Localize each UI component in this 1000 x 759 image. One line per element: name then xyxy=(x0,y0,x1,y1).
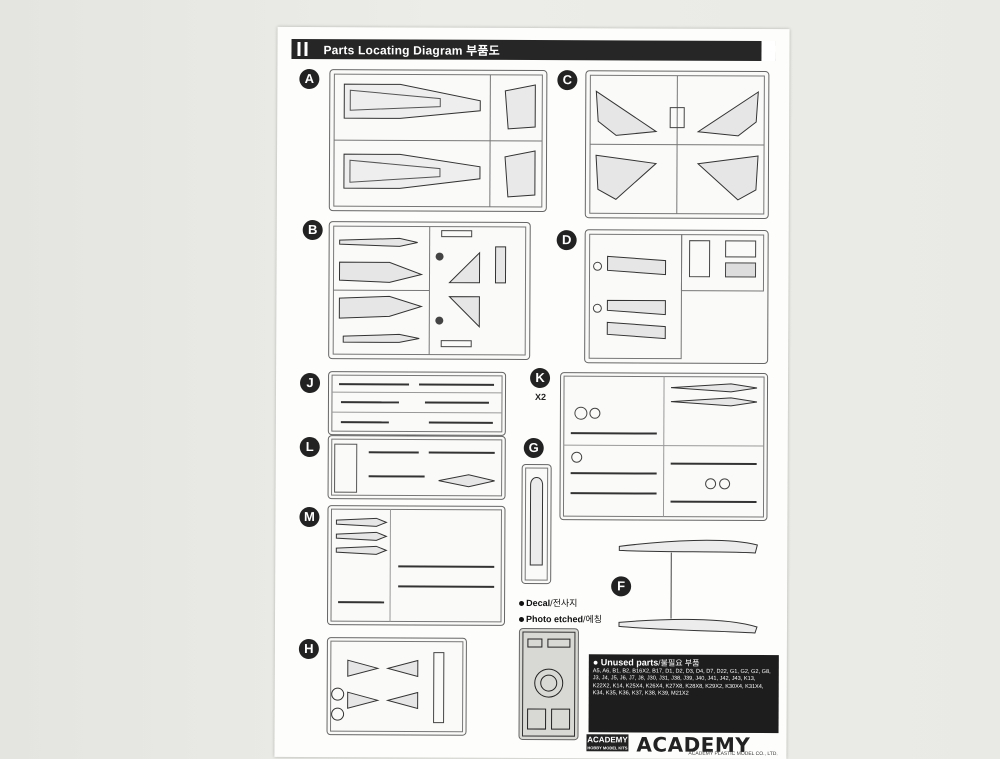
academy-small-logo: ACADEMY HOBBY MODEL KITS xyxy=(586,734,628,751)
tree-k-multiplier: X2 xyxy=(535,392,546,402)
sprue-h-drawing xyxy=(328,638,466,735)
tree-badge-m: M xyxy=(299,507,319,527)
photo-etched-label: Photo etched/에칭 xyxy=(519,612,602,625)
decal-label: Decal/전사지 xyxy=(519,596,577,609)
unused-parts-box: ● Unused parts/불필요 부품 A5, A6, B1, B2, B1… xyxy=(589,654,779,733)
sprue-tree-a xyxy=(329,69,548,212)
sprue-tree-j xyxy=(328,371,506,436)
sprue-tree-l xyxy=(328,435,506,500)
sprue-tree-g xyxy=(521,464,552,584)
unused-parts-heading: ● Unused parts/불필요 부품 xyxy=(593,657,775,669)
sprue-tree-b xyxy=(328,221,531,360)
photo-etched-drawing xyxy=(519,629,577,739)
sprue-f-drawing xyxy=(615,526,761,639)
tree-badge-b: B xyxy=(303,220,323,240)
instruction-sheet: Parts Locating Diagram 부품도 A C xyxy=(274,27,789,759)
sprue-tree-c xyxy=(585,70,770,219)
sprue-c-drawing xyxy=(586,71,769,218)
unused-parts-list: A5, A6, B1, B2, B16X2, B17, D1, D2, D3, … xyxy=(593,668,775,698)
sprue-g-drawing xyxy=(522,465,551,583)
page-title: Parts Locating Diagram 부품도 xyxy=(323,41,499,59)
sprue-tree-f xyxy=(615,526,761,639)
tree-badge-h: H xyxy=(299,639,319,659)
tree-badge-d: D xyxy=(557,230,577,250)
sprue-d-drawing xyxy=(585,230,768,363)
company-name: ACADEMY PLASTIC MODEL CO., LTD. xyxy=(688,751,778,757)
sprue-tree-k xyxy=(559,372,768,521)
sprue-tree-h xyxy=(327,637,467,736)
section-title-bar: Parts Locating Diagram 부품도 xyxy=(291,39,775,61)
tree-badge-g: G xyxy=(524,438,544,458)
sprue-tree-m xyxy=(327,505,506,626)
tree-badge-a: A xyxy=(299,69,319,89)
tree-badge-j: J xyxy=(300,373,320,393)
tree-badge-k: K xyxy=(530,368,550,388)
section-marker-icon xyxy=(297,42,307,56)
sprue-a-drawing xyxy=(330,70,547,211)
sprue-tree-d xyxy=(584,229,769,364)
tree-badge-c: C xyxy=(557,70,577,90)
tree-badge-l: L xyxy=(300,437,320,457)
photo-etched-fret xyxy=(518,628,578,740)
sprue-m-drawing xyxy=(328,506,505,625)
sprue-l-drawing xyxy=(329,436,505,499)
sprue-b-drawing xyxy=(329,222,530,359)
sprue-k-drawing xyxy=(560,373,767,520)
sprue-j-drawing xyxy=(329,372,505,435)
